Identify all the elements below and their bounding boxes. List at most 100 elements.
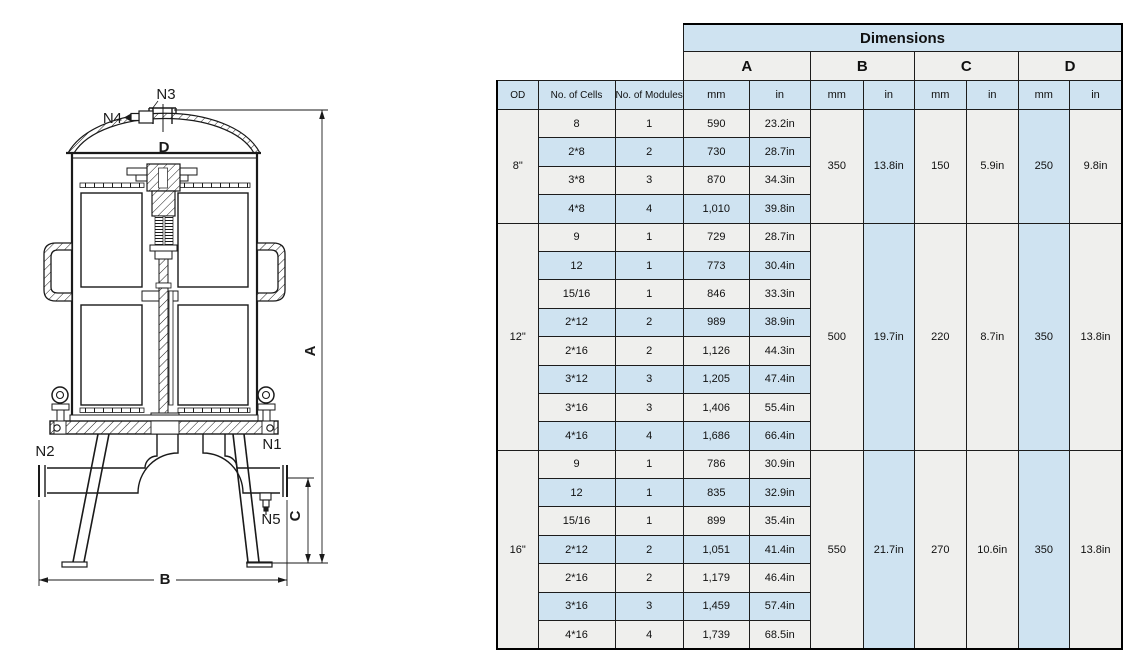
- od-cell: 8": [496, 109, 539, 224]
- a-mm-value: 1,205: [682, 364, 750, 394]
- a-mm-value: 786: [682, 449, 750, 480]
- cells-value: 15/16: [537, 506, 616, 536]
- a-mm-value: 989: [682, 307, 750, 338]
- cells-value: 9: [537, 222, 616, 252]
- label-n4: N4: [103, 110, 122, 127]
- b-in-value: 19.7in: [862, 222, 915, 451]
- eyebolt-left: [51, 386, 70, 432]
- unit-header-b-mm: mm: [809, 80, 864, 110]
- cells-value: 2*8: [537, 137, 616, 167]
- od-cell: 16": [496, 449, 539, 650]
- handle-left: [43, 242, 73, 302]
- label-dim-a: A: [302, 345, 319, 356]
- col-header-0: OD: [496, 80, 539, 110]
- c-in-value: 8.7in: [965, 222, 1019, 451]
- cells-value: 12: [537, 478, 616, 508]
- modules-value: 2: [614, 137, 684, 167]
- cells-value: 3*12: [537, 364, 616, 394]
- unit-header-a-in: in: [748, 80, 811, 110]
- modules-value: 1: [614, 222, 684, 252]
- a-mm-value: 1,179: [682, 563, 750, 593]
- cells-value: 2*16: [537, 336, 616, 366]
- label-n1: N1: [262, 436, 281, 453]
- d-mm-value: 250: [1017, 109, 1070, 224]
- a-in-value: 28.7in: [748, 137, 811, 167]
- cells-value: 4*16: [537, 421, 616, 451]
- a-mm-value: 899: [682, 506, 750, 536]
- cells-value: 4*16: [537, 620, 616, 650]
- label-n5: N5: [261, 511, 280, 528]
- c-mm-value: 220: [913, 222, 967, 451]
- a-in-value: 30.4in: [748, 250, 811, 281]
- a-mm-value: 730: [682, 137, 750, 167]
- a-in-value: 57.4in: [748, 591, 811, 622]
- d-mm-value: 350: [1017, 222, 1070, 451]
- modules-value: 1: [614, 449, 684, 480]
- unit-header-b-in: in: [862, 80, 915, 110]
- c-mm-value: 150: [913, 109, 967, 224]
- modules-value: 2: [614, 336, 684, 366]
- c-in-value: 5.9in: [965, 109, 1019, 224]
- unit-header-c-mm: mm: [913, 80, 967, 110]
- a-in-value: 41.4in: [748, 534, 811, 565]
- a-in-value: 44.3in: [748, 336, 811, 366]
- b-in-value: 21.7in: [862, 449, 915, 650]
- b-mm-value: 500: [809, 222, 864, 451]
- dim-line-c: [288, 477, 314, 563]
- modules-value: 3: [614, 392, 684, 423]
- modules-value: 1: [614, 279, 684, 309]
- od-cell: 12": [496, 222, 539, 451]
- eyebolt-right: [257, 386, 276, 432]
- filter-vessel-drawing: N3 N4 N2 N1 N5 D B A C: [35, 86, 328, 588]
- a-mm-value: 1,739: [682, 620, 750, 650]
- modules-value: 2: [614, 563, 684, 593]
- modules-value: 4: [614, 620, 684, 650]
- d-mm-value: 350: [1017, 449, 1070, 650]
- leg-left: [61, 433, 110, 568]
- a-mm-value: 846: [682, 279, 750, 309]
- a-mm-value: 1,051: [682, 534, 750, 565]
- cells-value: 2*12: [537, 534, 616, 565]
- cells-value: 12: [537, 250, 616, 281]
- a-in-value: 46.4in: [748, 563, 811, 593]
- table-title: Dimensions: [682, 23, 1124, 52]
- modules-value: 4: [614, 194, 684, 224]
- label-n3: N3: [156, 86, 175, 103]
- handle-right: [256, 242, 286, 302]
- a-in-value: 32.9in: [748, 478, 811, 508]
- a-mm-value: 1,010: [682, 194, 750, 224]
- cells-value: 8: [537, 108, 616, 139]
- a-in-value: 55.4in: [748, 392, 811, 423]
- modules-value: 3: [614, 165, 684, 196]
- b-in-value: 13.8in: [862, 109, 915, 224]
- label-n2: N2: [35, 443, 54, 460]
- modules-value: 4: [614, 421, 684, 451]
- a-in-value: 68.5in: [748, 620, 811, 650]
- cells-value: 3*16: [537, 591, 616, 622]
- internal-assembly: [79, 163, 251, 414]
- a-mm-value: 1,406: [682, 392, 750, 423]
- cells-value: 3*8: [537, 165, 616, 196]
- a-mm-value: 870: [682, 165, 750, 196]
- modules-value: 2: [614, 534, 684, 565]
- label-dim-c: C: [287, 510, 304, 521]
- col-header-1: No. of Cells: [537, 80, 616, 110]
- modules-value: 3: [614, 591, 684, 622]
- label-dim-b: B: [160, 571, 171, 588]
- cells-value: 15/16: [537, 279, 616, 309]
- a-in-value: 23.2in: [748, 108, 811, 139]
- d-in-value: 13.8in: [1068, 449, 1124, 650]
- filter-cartridges: [80, 192, 249, 406]
- unit-header-c-in: in: [965, 80, 1019, 110]
- c-mm-value: 270: [913, 449, 967, 650]
- cells-value: 3*16: [537, 392, 616, 423]
- pipe-n2-outlet: [38, 434, 179, 497]
- leg-right: [232, 433, 273, 568]
- b-mm-value: 350: [809, 109, 864, 224]
- dim-header-c: C: [913, 51, 1019, 81]
- fitting-n4: [124, 110, 154, 124]
- a-mm-value: 729: [682, 222, 750, 252]
- unit-header-a-mm: mm: [682, 80, 750, 110]
- base-flange: [49, 414, 279, 435]
